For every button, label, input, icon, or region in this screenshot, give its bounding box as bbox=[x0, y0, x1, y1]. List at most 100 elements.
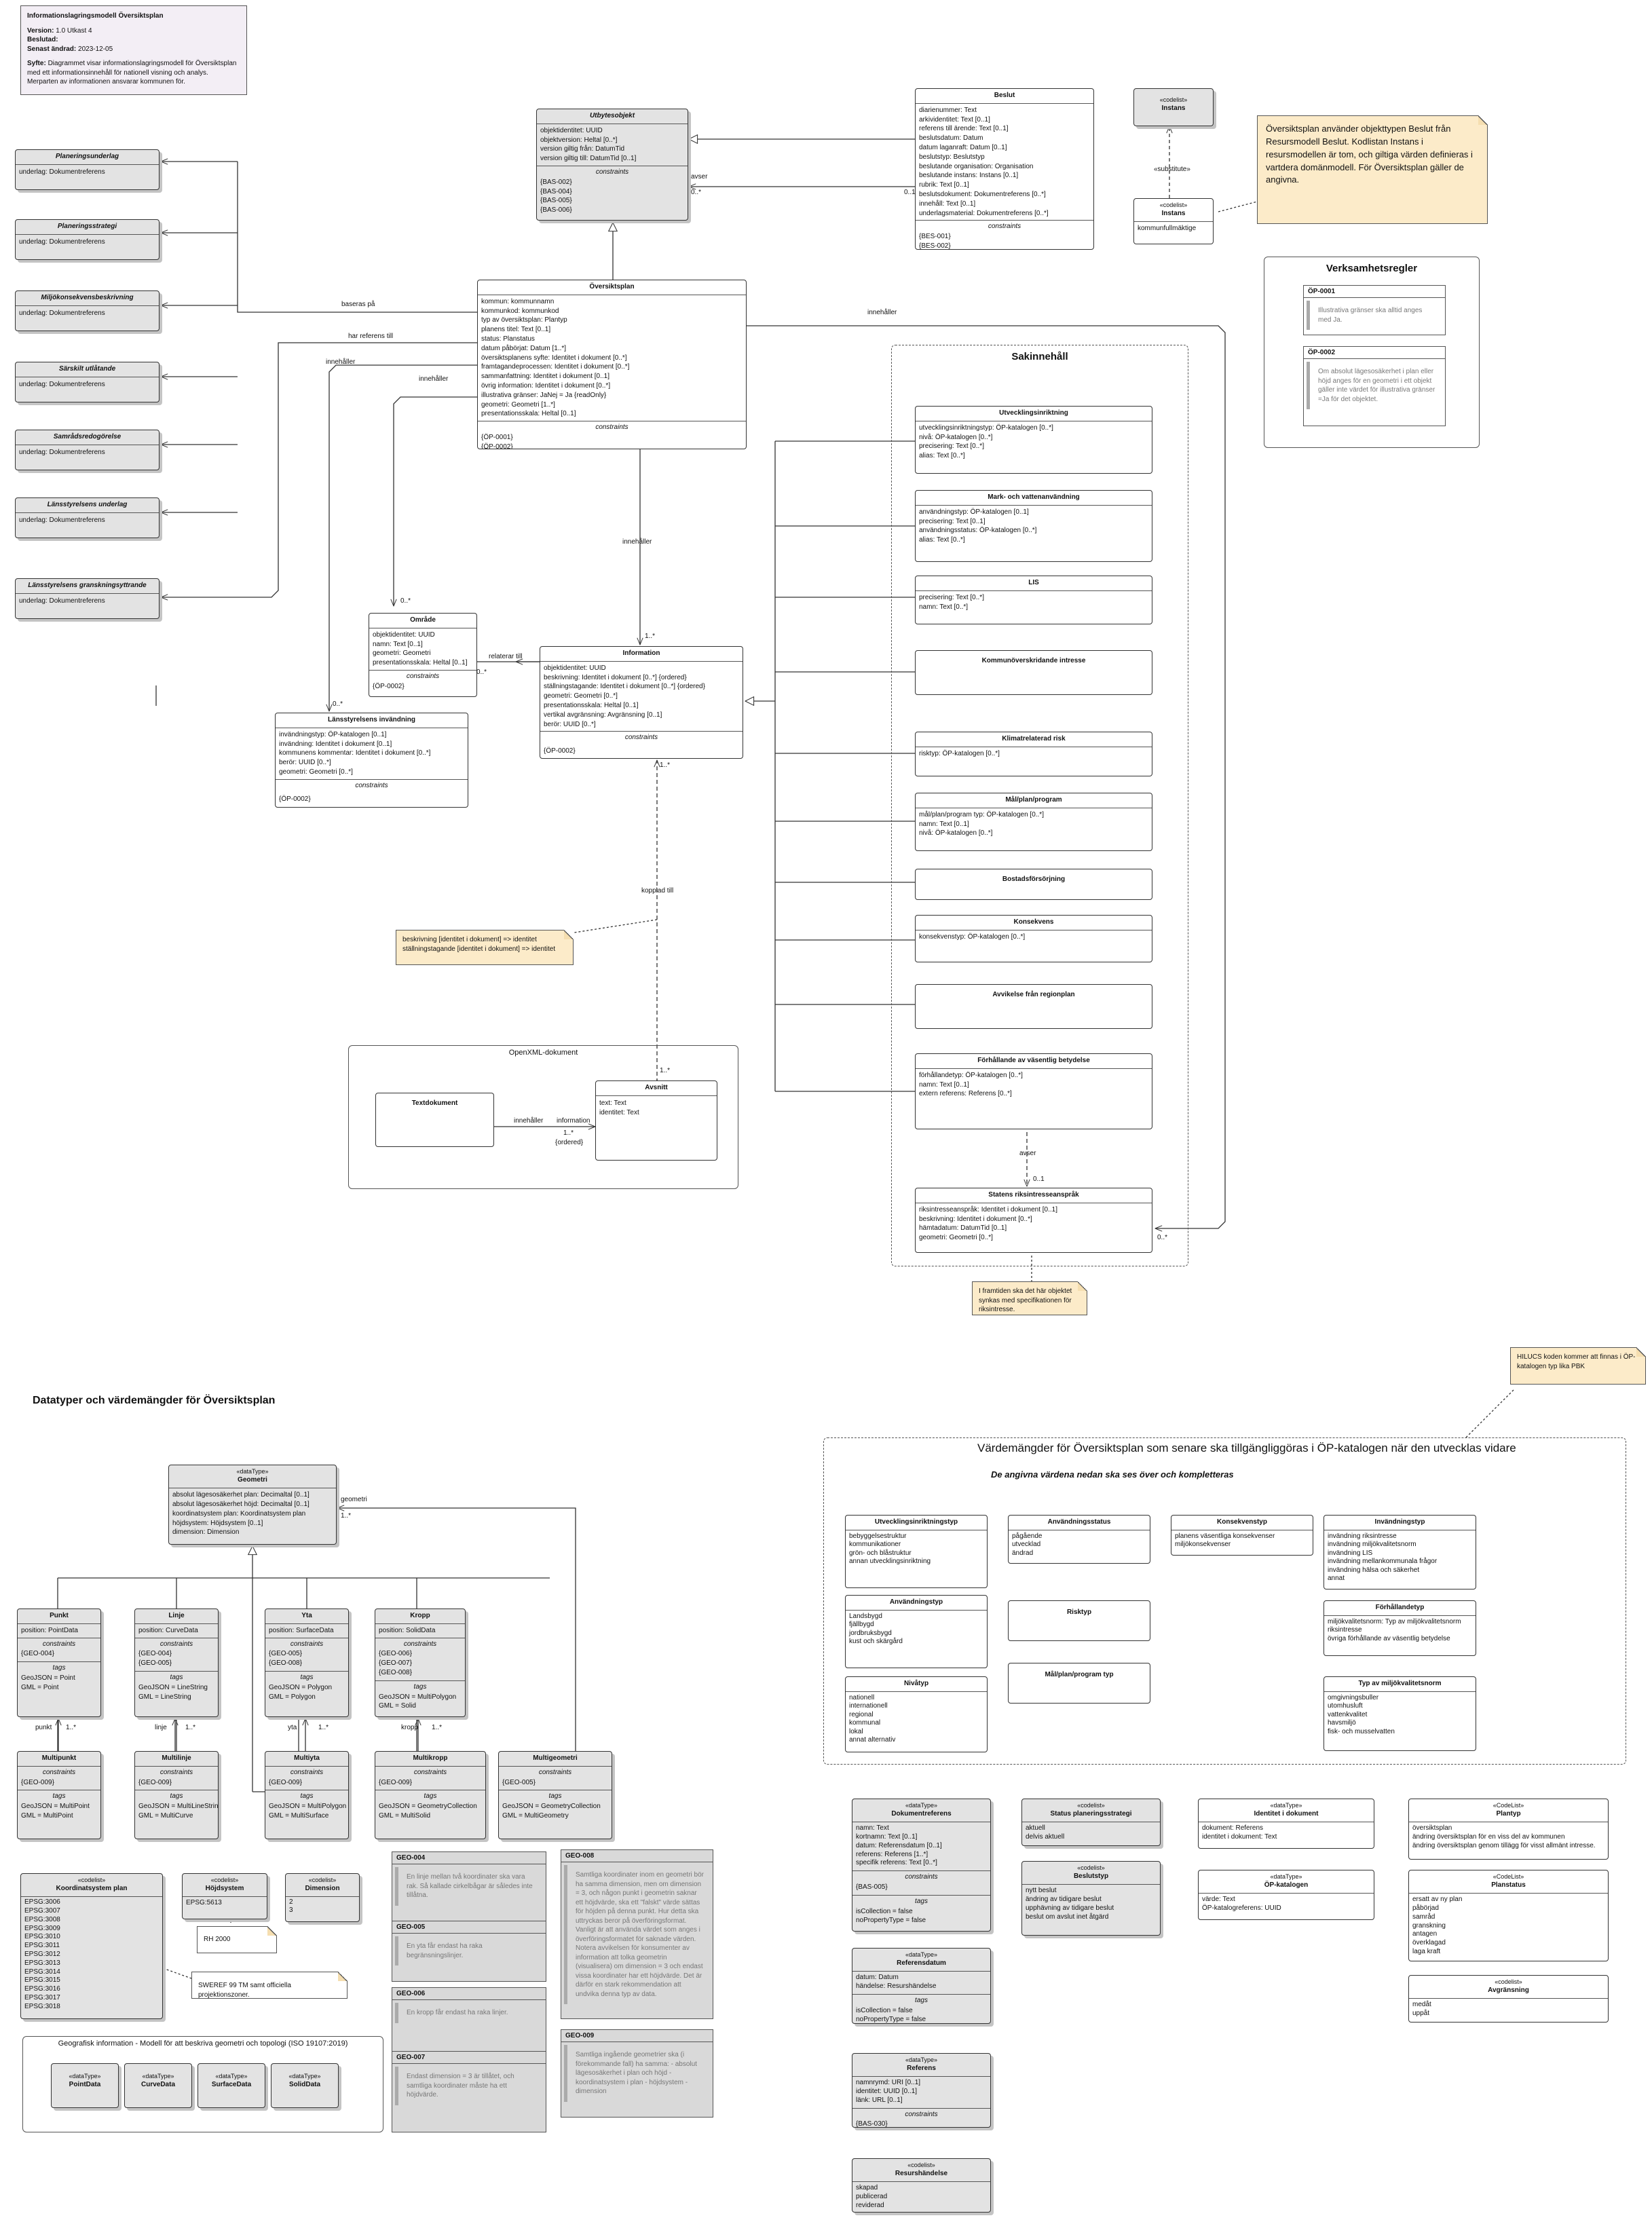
attribute: förhållandetyp: ÖP-katalogen [0..*] bbox=[919, 1071, 1023, 1079]
role-label: yta bbox=[288, 1724, 297, 1731]
stereotype: «dataType» bbox=[215, 2073, 248, 2080]
class-sakinnehall-item[interactable]: Avvikelse från regionplan bbox=[915, 984, 1152, 1029]
class-sakinnehall-item[interactable]: Bostadsförsörjning bbox=[915, 869, 1152, 900]
class-utbytesobjekt[interactable]: Utbytesobjekt objektidentitet: UUID obje… bbox=[536, 109, 688, 221]
multiplicity-label: 1..* bbox=[563, 1129, 574, 1137]
value-list-class[interactable]: Risktyp bbox=[1008, 1600, 1150, 1641]
iso-datatype[interactable]: «dataType»SurfaceData bbox=[198, 2063, 265, 2108]
codelist-value: pågående bbox=[1012, 1532, 1043, 1540]
codelist-instans-top[interactable]: «codelist»Instans bbox=[1133, 88, 1214, 126]
constraint-list: {GEO-009} bbox=[265, 1777, 348, 1791]
constraint: {GEO-009} bbox=[138, 1778, 172, 1786]
class-header: Multipunkt bbox=[18, 1752, 100, 1767]
note-text: RH 2000 bbox=[204, 1936, 231, 1943]
constraints-caption: constraints bbox=[413, 1768, 447, 1776]
attribute: underlag: Dokumentreferens bbox=[19, 448, 105, 456]
iso-datatype[interactable]: «dataType»PointData bbox=[51, 2063, 119, 2108]
stereotype: «dataType» bbox=[69, 2073, 101, 2080]
attribute-list: underlag: Dokumentreferens bbox=[16, 594, 159, 609]
class-header: Mål/plan/program bbox=[916, 793, 1152, 808]
attribute-list: objektidentitet: UUID objektversion: Hel… bbox=[537, 124, 688, 166]
class-avsnitt[interactable]: Avsnitt text: Text identitet: Text bbox=[595, 1080, 717, 1161]
attribute: underlagsmaterial: Dokumentreferens [0..… bbox=[919, 209, 1049, 217]
attribute: arkividentitet: Text [0..1] bbox=[919, 115, 990, 124]
constraints-caption: constraints bbox=[42, 1768, 76, 1776]
class-geometri[interactable]: «dataType»Geometri absolut lägesosäkerhe… bbox=[168, 1465, 337, 1545]
codelist-value: delvis aktuell bbox=[1026, 1833, 1065, 1841]
codelist-hojdsystem[interactable]: «codelist»Höjdsystem EPSG:5613 bbox=[182, 1873, 267, 1919]
iso-datatype[interactable]: «dataType»SolidData bbox=[271, 2063, 339, 2108]
riks-note: I framtiden ska det här objektet synkas … bbox=[972, 1281, 1087, 1315]
class-name: Multikropp bbox=[413, 1754, 448, 1762]
codelist-value: fisk- och musselvatten bbox=[1328, 1727, 1395, 1735]
class-sakinnehall-item[interactable]: Kommunöverskridande intresse bbox=[915, 650, 1152, 695]
class-name: Område bbox=[410, 616, 436, 624]
codelist-value: Landsbygd bbox=[849, 1612, 882, 1620]
attribute: nivå: ÖP-katalogen [0..*] bbox=[919, 829, 993, 838]
class-header: Länsstyrelsens granskningsyttrande bbox=[16, 579, 159, 594]
value-list-class[interactable]: Mål/plan/program typ bbox=[1008, 1663, 1150, 1704]
class-textdokument[interactable]: Textdokument bbox=[375, 1093, 494, 1147]
codelist-value: annat alternativ bbox=[849, 1736, 896, 1744]
stereotype: «codelist» bbox=[1159, 96, 1188, 103]
codelist-instans[interactable]: «codelist»Instans kommunfullmäktige bbox=[1133, 198, 1214, 244]
codelist-koordinatsystem[interactable]: «codelist»Koordinatsystem plan EPSG:3006… bbox=[20, 1873, 163, 2019]
class-header: «dataType»CurveData bbox=[125, 2064, 191, 2092]
class-header: Förhållandetyp bbox=[1324, 1601, 1476, 1616]
attribute: användningsstatus: ÖP-katalogen [0..*] bbox=[919, 527, 1037, 535]
class-name: Bostadsförsörjning bbox=[1002, 876, 1066, 883]
iso-datatype[interactable]: «dataType»CurveData bbox=[124, 2063, 192, 2108]
class-lansstyrelsens-invandning[interactable]: Länsstyrelsens invändning invändningstyp… bbox=[275, 713, 468, 808]
